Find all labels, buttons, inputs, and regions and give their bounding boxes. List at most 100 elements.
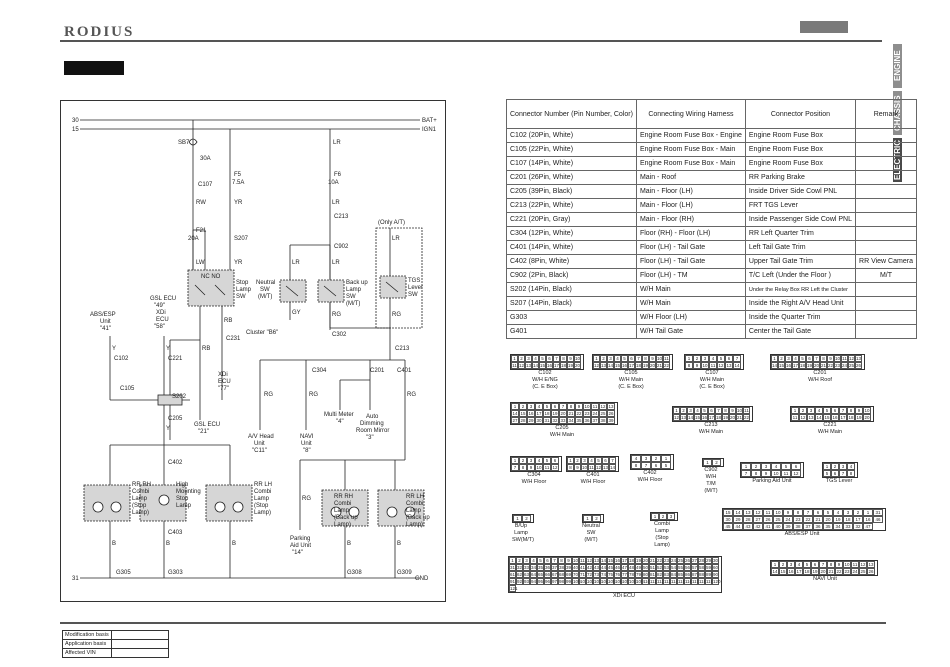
pin-cell: 1 [863, 509, 873, 516]
table-cell [855, 310, 917, 325]
pin-cell: 15 [779, 568, 787, 575]
connector-label: C401 [586, 472, 600, 478]
table-cell [855, 324, 917, 339]
pin-cell: 32 [853, 523, 863, 530]
svg-text:Lamp: Lamp [346, 287, 362, 293]
pin-cell: 4 [588, 457, 595, 464]
svg-text:"C11": "C11" [252, 448, 267, 454]
pin-cell: 18 [847, 414, 855, 421]
fuse-f6-amp: 10A [328, 180, 339, 186]
pin-cell: 20 [863, 414, 871, 421]
connector-table: Connector Number (Pin Number, Color) Con… [506, 99, 917, 339]
pin-cell: 16 [614, 557, 621, 564]
connector-label: W/H T/M (M/T) [704, 474, 718, 494]
stop-sw-ncno: NC NO [201, 274, 221, 280]
pin-cell: 77 [621, 571, 628, 578]
tab-engine[interactable]: ENGINE [893, 44, 902, 88]
conn-c105: C105 [120, 386, 135, 392]
pin-cell: 14 [733, 509, 743, 516]
pin-cell: 107 [621, 578, 630, 585]
footer-row-label: Affected VIN [62, 648, 112, 658]
only-at-label: (Only A/T) [378, 220, 405, 226]
pin-cell: 17 [708, 414, 715, 421]
table-row: C107 (14Pin, White)Engine Room Fuse Box … [506, 156, 917, 171]
pin-cell: 2 [518, 355, 525, 362]
pin-cell: 2 [519, 403, 527, 410]
footer-row-value [110, 639, 169, 649]
table-cell [855, 156, 917, 171]
pin-cell: 3 [785, 355, 792, 362]
svg-text:Combi: Combi [334, 501, 351, 507]
wire-rg: RG [332, 312, 341, 318]
pin-cell: 13 [725, 362, 733, 369]
svg-text:(Stop: (Stop [132, 503, 147, 509]
table-cell [855, 184, 917, 199]
connector-label: C102 [538, 370, 552, 376]
connector-label: W/H Main [618, 377, 644, 383]
section-label [64, 61, 124, 75]
table-cell [855, 128, 917, 143]
wire-lr-1: LR [333, 140, 341, 146]
pin-cell: 5 [781, 463, 791, 470]
conn-c213-b: C213 [395, 346, 410, 352]
pin-cell: 29 [705, 557, 712, 564]
table-cell: Inside Passenger Side Cowl PNL [744, 212, 857, 227]
pin-cell: 15 [607, 557, 614, 564]
pin-cell: 21 [736, 414, 743, 421]
svg-text:RR RH: RR RH [334, 494, 353, 500]
connector-label: C221 [823, 422, 837, 428]
pin-cell: 30 [535, 417, 543, 424]
pin-cell: 12 [593, 362, 600, 369]
wire-y-lamps: Y [166, 426, 170, 432]
pin-cell: 20 [819, 568, 827, 575]
pin-cell: 10 [581, 464, 588, 471]
table-cell: C107 (14Pin, White) [506, 156, 637, 171]
pin-cell: 8 [820, 355, 827, 362]
wire-b-1: B [112, 541, 116, 547]
table-row: C221 (20Pin, Gray)Main - Floor (RH)Insid… [506, 212, 917, 227]
table-cell: Main - Floor (LH) [635, 198, 746, 213]
pin-cell: 16 [785, 362, 792, 369]
pin-cell: 75 [607, 571, 614, 578]
pin-cell: 71 [579, 571, 586, 578]
svg-text:XDi: XDi [218, 372, 228, 378]
footer-info-table: Modification basis Application basis Aff… [62, 630, 169, 658]
pin-cell: 22 [575, 410, 583, 417]
svg-text:GSL ECU: GSL ECU [194, 422, 220, 428]
connector-label: (C. E Box) [699, 384, 725, 390]
pin-cell: 3 [641, 455, 651, 462]
pin-cell: 13 [602, 464, 609, 471]
pin-cell: 98 [558, 578, 565, 585]
header-bar [800, 21, 848, 33]
pin-cell: 1 [511, 355, 518, 362]
pin-cell: 61 [509, 571, 516, 578]
pin-cell: 2 [519, 457, 527, 464]
tgs-sw-label: TGS Lever SW [408, 278, 423, 298]
pin-cell: 15 [823, 414, 831, 421]
pin-cell: 5 [537, 557, 544, 564]
table-cell: T/C Left (Under the Floor ) [744, 268, 857, 283]
pin-cell: 11 [511, 362, 518, 369]
pin-cell: 6 [651, 462, 661, 469]
backup-sw-label: Back up Lamp SW (M/T) [346, 280, 368, 307]
svg-text:"77": "77" [218, 386, 229, 392]
svg-text:Lamp: Lamp [236, 287, 252, 293]
svg-text:"21": "21" [198, 429, 209, 435]
pin-cell: 16 [701, 414, 708, 421]
svg-text:Auto: Auto [366, 414, 379, 420]
table-cell: W/H Main [635, 282, 746, 297]
pin-cell: 11 [781, 470, 791, 477]
pin-cell: 8 [558, 557, 565, 564]
wire-rw: RW [196, 200, 206, 206]
pin-cell: 2 [574, 457, 581, 464]
svg-text:"14": "14" [292, 550, 303, 556]
pin-cell: 74 [600, 571, 607, 578]
pin-cell: 27 [511, 417, 519, 424]
conn-c302: C302 [332, 332, 347, 338]
pin-cell: 86 [684, 571, 691, 578]
